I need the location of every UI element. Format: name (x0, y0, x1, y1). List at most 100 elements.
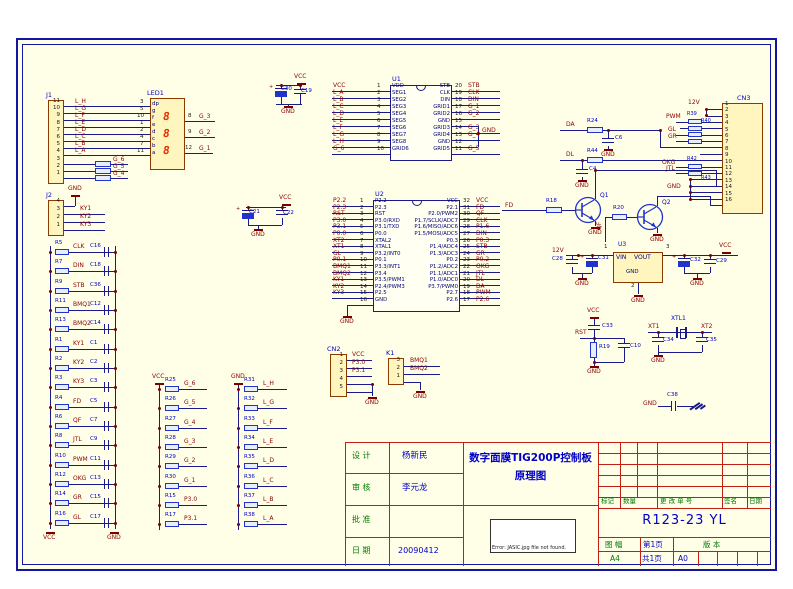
pin-number: 15 (725, 190, 732, 197)
wire (69, 290, 115, 292)
junction-dot (657, 331, 660, 334)
wire (179, 389, 207, 390)
net-label: VCC (476, 197, 489, 204)
pin-number: 1 (56, 170, 61, 176)
wire (179, 408, 207, 410)
wire (179, 524, 207, 526)
power-label: GND (107, 534, 121, 541)
wire (710, 255, 711, 259)
titleblock-line (637, 442, 638, 497)
capacitor-designator: C12 (90, 300, 101, 307)
vcc-symbol (155, 383, 164, 385)
pin-number: 4 (339, 376, 344, 382)
junction-dot (114, 386, 117, 390)
wire (347, 360, 372, 361)
pin-number: 3 (377, 97, 381, 103)
reviewer-name: 李元龙 (402, 483, 428, 493)
resistor-designator: R12 (55, 471, 66, 478)
net-label: f (152, 115, 154, 121)
junction-dot (114, 270, 117, 274)
pin-number: 21 (463, 270, 470, 277)
resistor (55, 364, 69, 371)
pin-wire (460, 258, 500, 260)
net-label: L_D (263, 457, 274, 465)
junction-dot (49, 444, 52, 448)
net-label: R19 (599, 344, 610, 350)
wire (710, 205, 722, 206)
resistor (55, 326, 69, 333)
wire (690, 185, 722, 187)
pin-name: P2.6 (446, 297, 458, 303)
net-label: G_2 (199, 129, 211, 136)
resistor-designator: R13 (55, 317, 66, 324)
vcc-symbol (590, 317, 599, 319)
wire (638, 283, 639, 294)
pin-number: 9 (377, 139, 381, 145)
capacitor-designator: C13 (90, 474, 101, 481)
pin-wire (452, 119, 500, 120)
pin-wire (460, 206, 500, 207)
junction-dot (49, 521, 52, 525)
capacitor-designator: C15 (90, 494, 101, 501)
wire (595, 170, 716, 171)
pin-number: 4 (360, 217, 364, 224)
resistor-designator: R8 (55, 433, 63, 440)
net-label: L_D (75, 126, 86, 133)
page-label: 第1页 (643, 540, 663, 549)
power-label: GND (650, 236, 664, 243)
wire (258, 389, 287, 390)
vcc-symbol (722, 252, 731, 254)
size-label: 图 幅 (605, 540, 623, 549)
titleblock-line (463, 442, 464, 566)
net-label: CLK (476, 216, 488, 224)
capacitor-electrolytic-body (586, 261, 598, 267)
wire (594, 338, 595, 342)
doc-number: R123-23 YL (642, 513, 727, 528)
pin-wire (332, 133, 390, 134)
net-label: C32 (690, 257, 701, 263)
gnd-symbol (654, 355, 663, 357)
capacitor-plate (566, 259, 578, 261)
junction-dot (158, 465, 161, 469)
pin-number: 2 (377, 90, 381, 96)
wire (281, 97, 282, 104)
net-label: L_B (263, 495, 274, 503)
wire (248, 219, 249, 225)
npn-transistor (573, 195, 603, 225)
mark-label: 标记 (601, 497, 614, 505)
junction-dot (114, 289, 117, 293)
capacitor-plate (108, 343, 110, 354)
pin-number: 14 (725, 184, 732, 191)
pin-name: SEG6 (392, 125, 407, 131)
pin-name: P1.6/MISO/ADC6 (414, 224, 458, 231)
wire (572, 267, 573, 273)
pin-number: 4 (56, 148, 61, 155)
pin-number: 1 (360, 198, 364, 204)
pin-wire (460, 225, 500, 227)
gnd-symbol (343, 316, 352, 318)
resistor-designator: R26 (165, 396, 176, 403)
pin-name: P2.4/PWM3 (375, 283, 405, 290)
resistor-designator: R28 (165, 434, 176, 441)
resistor-designator: R14 (55, 491, 66, 498)
pin-wire (452, 112, 500, 113)
date-value: 20090412 (398, 546, 439, 555)
net-label: R40 (701, 118, 711, 124)
wire (372, 384, 373, 392)
wire (702, 141, 722, 142)
net-label: GL (333, 249, 341, 257)
pin-number: 7 (360, 237, 364, 244)
resistor (95, 175, 111, 181)
resistor-designator: R35 (244, 454, 255, 461)
pin-wire (460, 291, 500, 293)
approve-label: 批 准 (352, 515, 371, 524)
net-label: P2.6 (476, 296, 490, 303)
pin-wire (452, 91, 500, 92)
pin-number: 3 (56, 206, 61, 212)
net-label: KY3 (73, 378, 85, 386)
net-label: GND (643, 400, 657, 407)
wire (706, 109, 707, 116)
net-label: BMQ2 (73, 320, 91, 328)
pin-number: 7 (377, 125, 381, 131)
wire (676, 166, 688, 168)
